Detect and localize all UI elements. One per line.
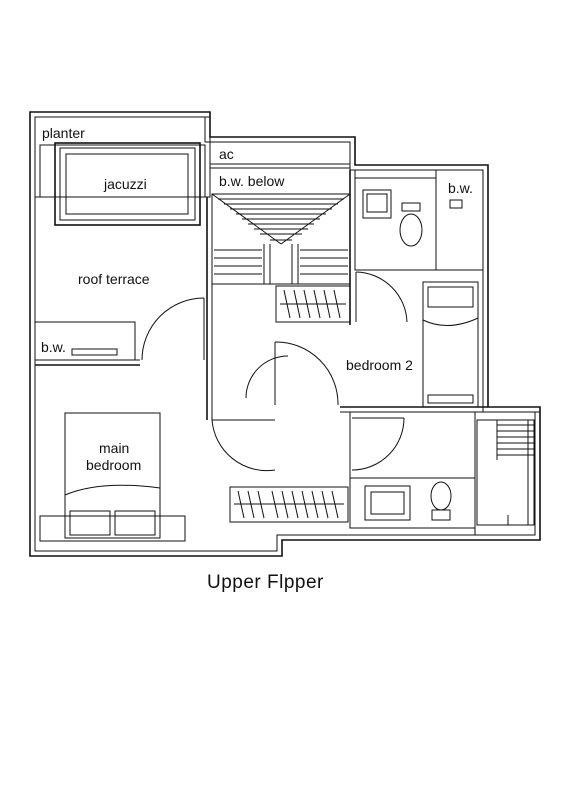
bay-window-left (34, 321, 136, 361)
label-bedroom2: bedroom 2 (346, 357, 413, 373)
stair-well (211, 193, 351, 285)
bed-bedroom2 (422, 281, 479, 408)
label-bw-left: b.w. (41, 339, 66, 355)
label-roof-terrace: roof terrace (78, 271, 150, 287)
label-bw-top: b.w. (448, 180, 473, 196)
toilet-top (399, 202, 423, 247)
ac-strip (209, 141, 351, 169)
door-swings (141, 271, 408, 472)
wardrobe-lower (234, 490, 344, 519)
bed-main (39, 412, 186, 542)
label-main-bedroom-line1: main (99, 440, 129, 456)
label-bw-below: b.w. below (219, 173, 285, 189)
plan-caption: Upper Flpper (207, 572, 324, 593)
label-ac: ac (219, 146, 234, 162)
stair-lower-right (476, 419, 535, 526)
toilet-lower (430, 481, 452, 521)
interior-walls (35, 169, 540, 535)
label-main-bedroom-line2: bedroom (86, 457, 141, 473)
bw-top-fixture (449, 199, 463, 209)
label-planter: planter (42, 125, 85, 141)
basin-top (362, 189, 392, 219)
jacuzzi (54, 142, 201, 226)
basin-lower (364, 485, 411, 521)
wardrobe-upper (280, 289, 346, 319)
label-jacuzzi: jacuzzi (103, 176, 147, 192)
